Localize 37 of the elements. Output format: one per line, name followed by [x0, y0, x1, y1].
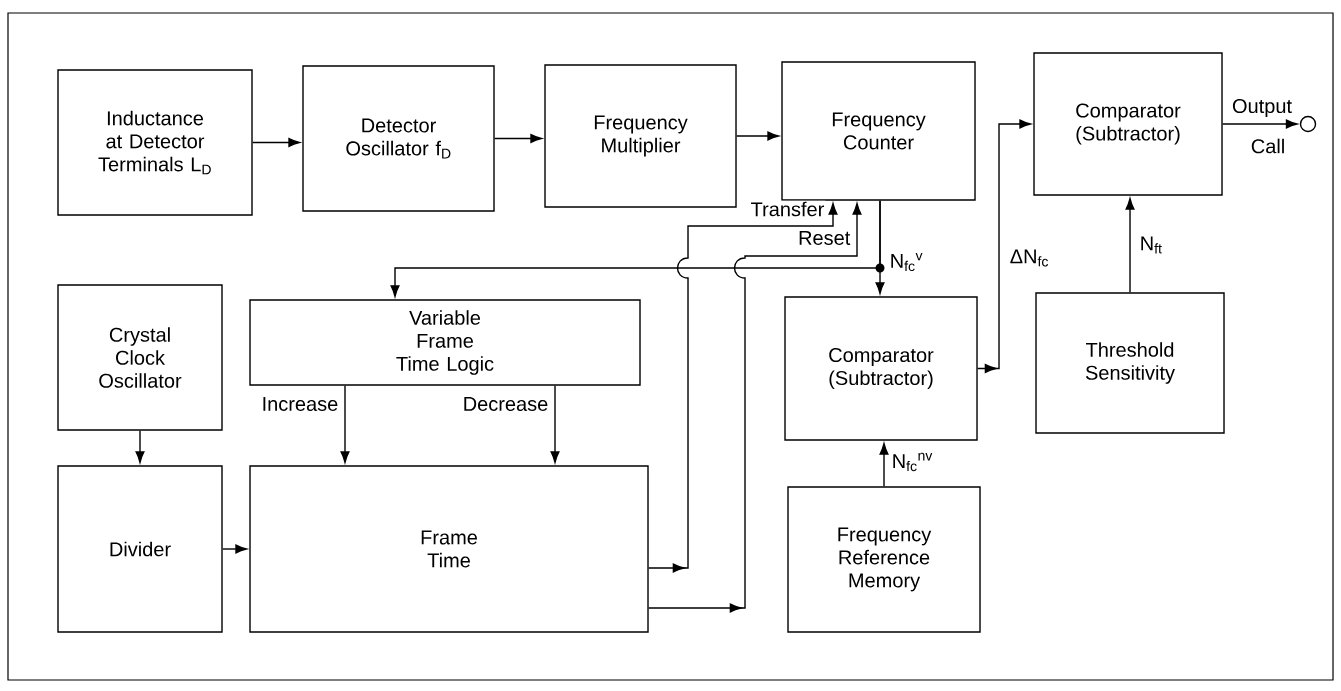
arrow — [252, 138, 300, 147]
process-box: Detector Oscillator f$_{D}$ — [302, 65, 495, 212]
arrow — [494, 134, 542, 143]
process-box: Frequency Multiplier — [544, 64, 737, 208]
edge-label: Increase — [260, 396, 340, 412]
process-box: Comparator (Subtractor) — [1033, 52, 1223, 196]
arrow — [736, 131, 779, 141]
output-terminal — [1299, 115, 1317, 133]
process-box: Frequency Counter — [781, 61, 976, 201]
edge-label: ΔN$_{fc}$ — [1008, 248, 1050, 268]
edge-label: Decrease — [461, 396, 550, 412]
arrow — [550, 385, 560, 463]
edge-label: Output — [1231, 97, 1294, 119]
arrow — [340, 385, 350, 463]
arrow — [1222, 119, 1298, 129]
arrow — [648, 203, 838, 573]
process-box: Comparator (Subtractor) — [784, 296, 978, 441]
edge-label: Transfer — [749, 200, 826, 218]
process-box: Crystal Clock Oscillator — [57, 284, 223, 431]
arrow — [648, 203, 862, 613]
edge-label: N$_{fc}$v — [888, 251, 925, 273]
process-box: Frame Time — [249, 465, 649, 633]
arrow — [1125, 198, 1135, 293]
process-box: Inductance at Detector Terminals L$_{D}$ — [57, 69, 253, 216]
arrow — [135, 430, 145, 463]
edge-label: N$_{ft}$ — [1138, 235, 1164, 255]
edge-label: Reset — [797, 230, 852, 246]
arrow — [977, 119, 1031, 373]
arrow — [879, 443, 889, 487]
arrow — [222, 544, 247, 554]
edge-label: N$_{fc}$nv — [890, 451, 934, 473]
process-box: Frequency Reference Memory — [787, 486, 981, 633]
process-box: Variable Frame Time Logic — [249, 299, 641, 386]
process-box: Threshold Sensitivity — [1035, 292, 1225, 434]
signal-label: Call — [1251, 138, 1284, 154]
process-box: Divider — [57, 465, 223, 633]
arrow — [390, 200, 881, 297]
